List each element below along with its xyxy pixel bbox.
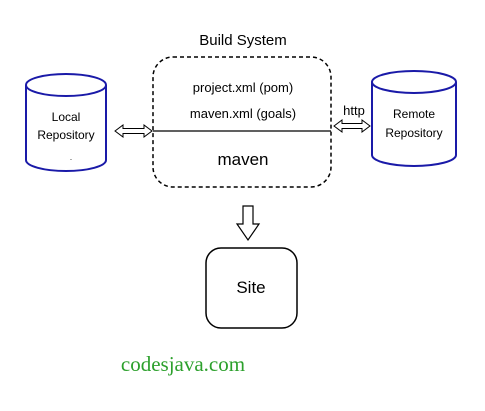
- remote-repository-top: [371, 70, 457, 94]
- site-box: [205, 247, 298, 329]
- remote-repository-label-line2: Repository: [385, 126, 442, 140]
- build-system-box: [152, 56, 332, 188]
- http-protocol-label: http: [343, 103, 365, 118]
- remote-repository-body: [371, 82, 457, 167]
- codesjava-watermark: codesjava.com: [121, 352, 245, 376]
- local-repository-dot: .: [70, 153, 72, 162]
- local-repository-top: [25, 73, 107, 97]
- local-repository-label-line1: Local: [52, 110, 81, 124]
- local-repository-body: [25, 85, 107, 172]
- pom-config-label: project.xml (pom): [193, 80, 293, 95]
- build-remote-double-arrow: [333, 119, 371, 133]
- remote-repository-cylinder: [371, 70, 457, 167]
- remote-repository-label-line1: Remote: [393, 107, 435, 121]
- maven-engine-label: maven: [217, 150, 268, 169]
- local-repository-label-line2: Repository: [37, 128, 94, 142]
- goals-config-label: maven.xml (goals): [190, 106, 296, 121]
- local-repository-cylinder: [25, 73, 107, 172]
- build-to-site-arrow: [235, 205, 261, 242]
- site-label: Site: [236, 278, 265, 297]
- diagram-title: Build System: [199, 32, 287, 49]
- local-build-double-arrow: [114, 124, 153, 138]
